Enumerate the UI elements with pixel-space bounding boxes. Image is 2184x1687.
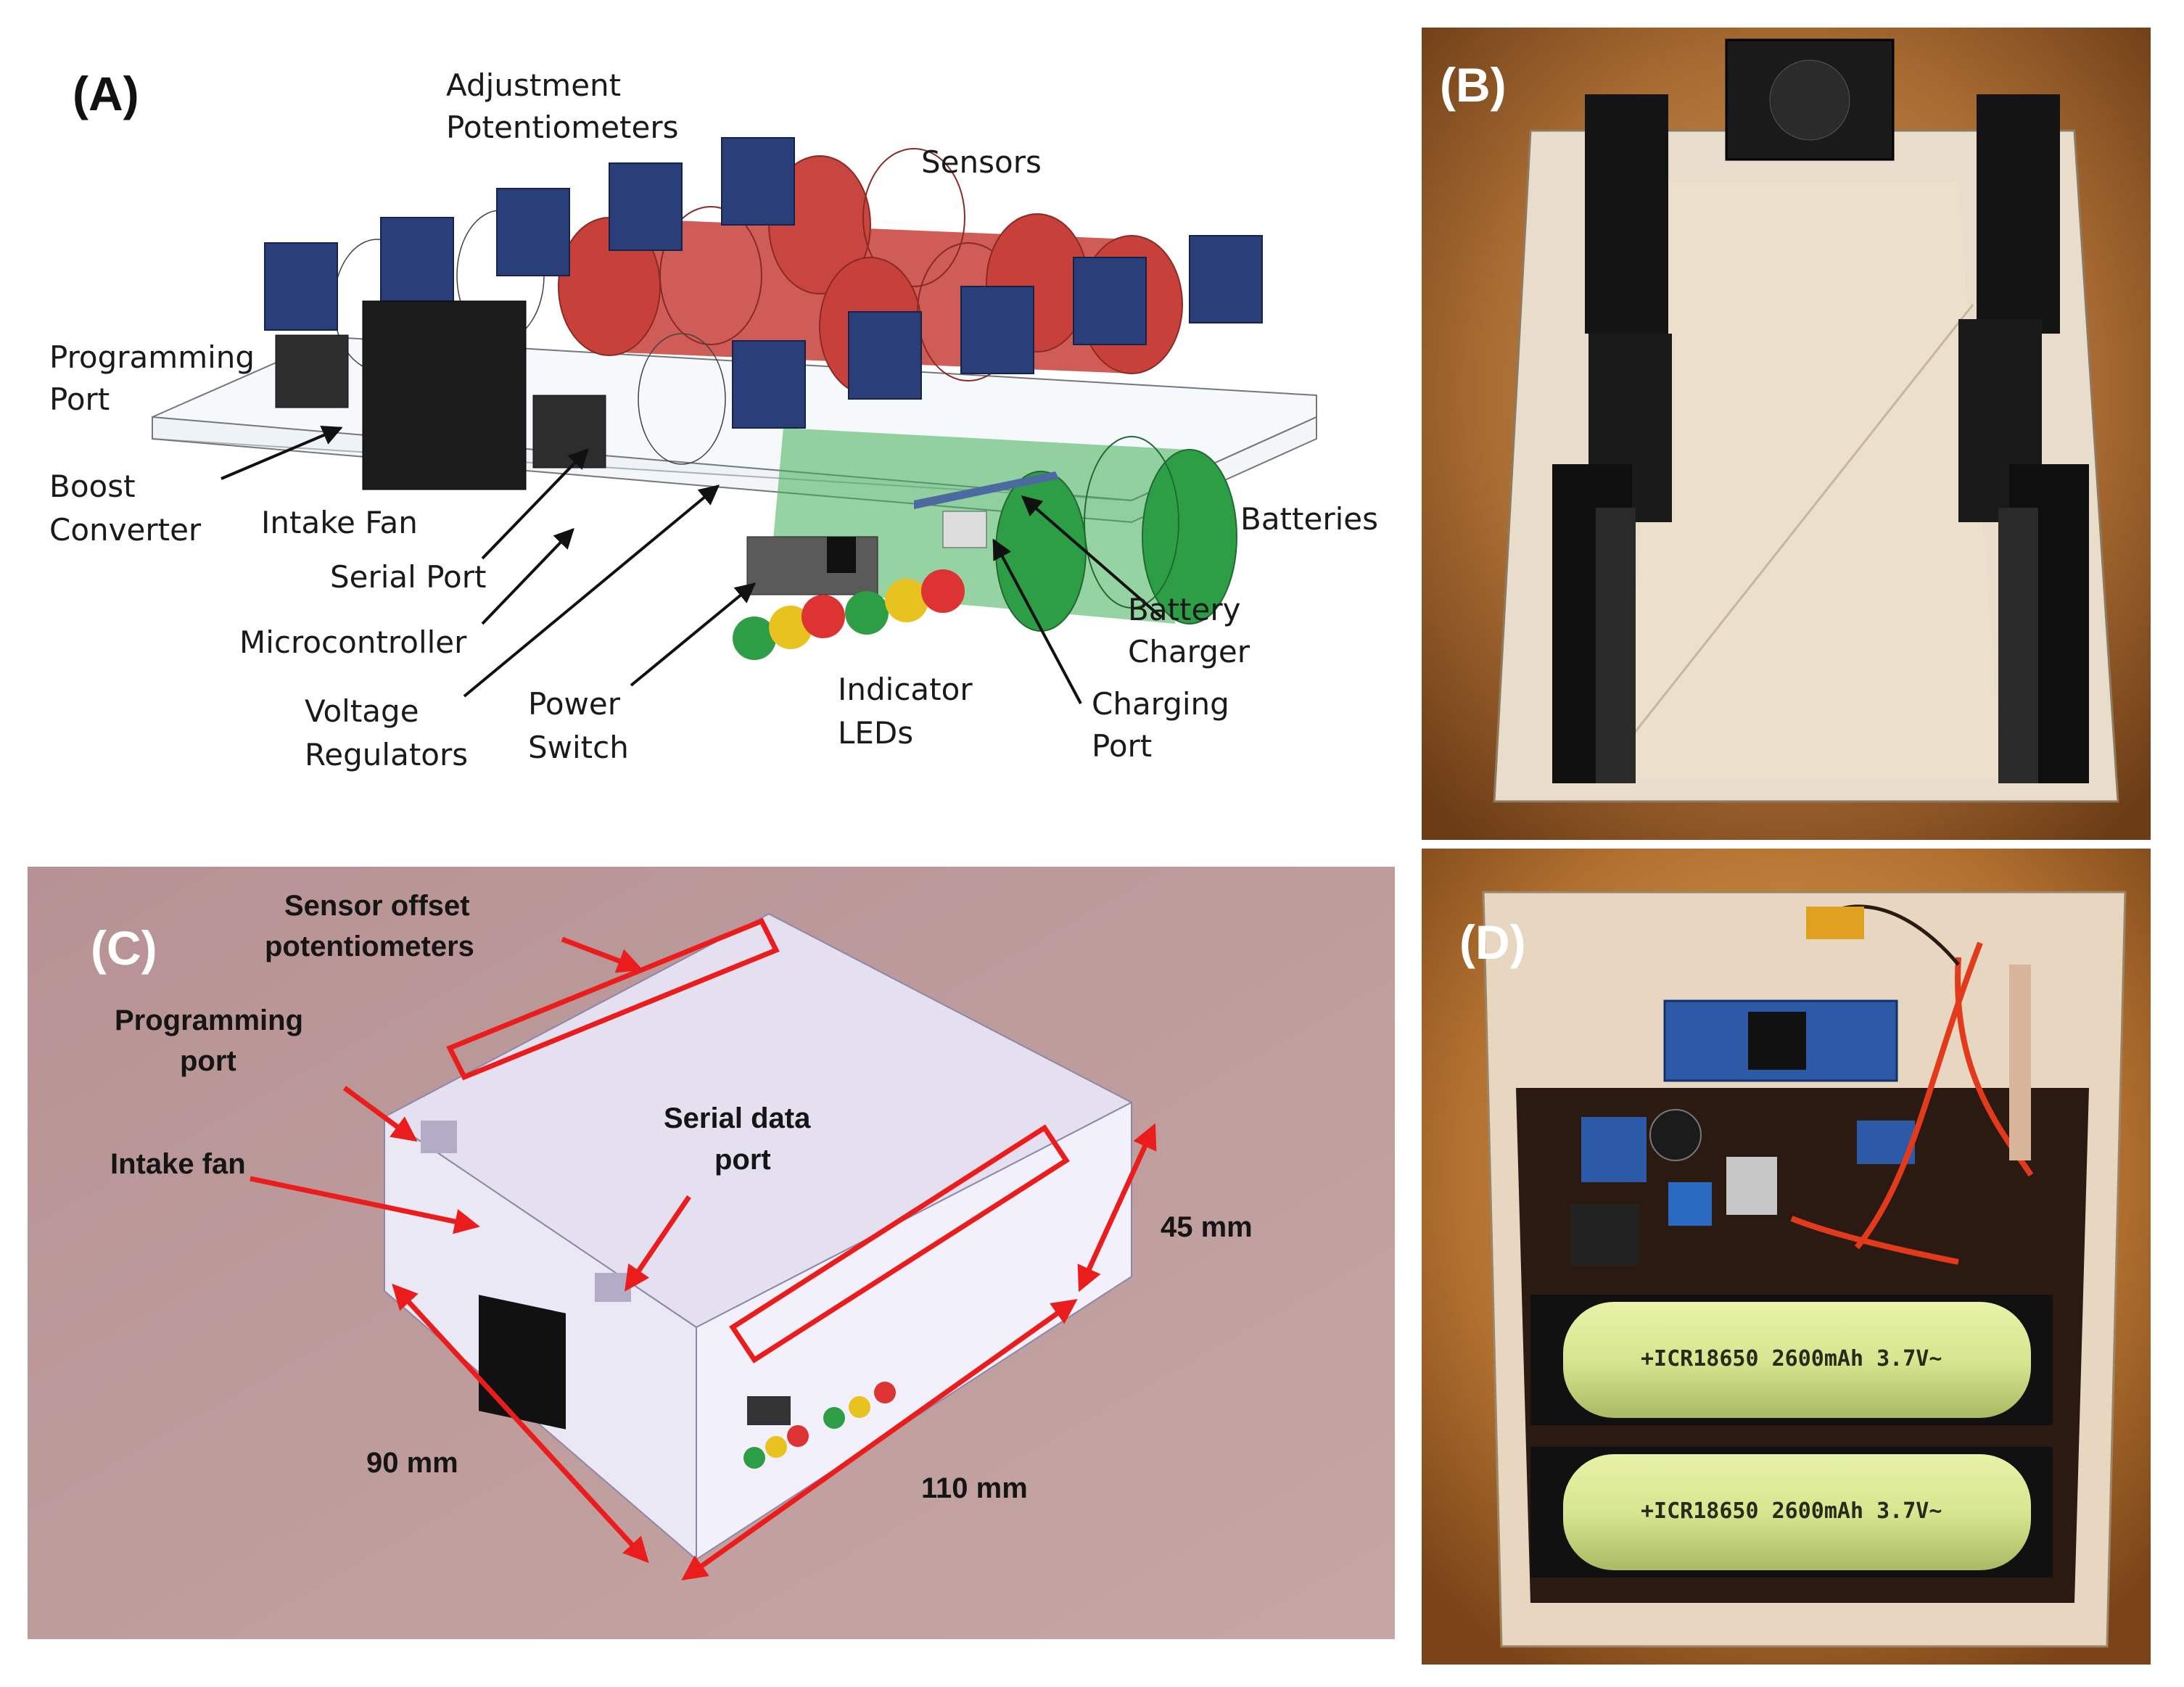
- indicator-leds-graphic: [733, 569, 965, 660]
- panel-c-letter: (C): [91, 921, 157, 975]
- label-sensor-offset-2: potentiometers: [265, 931, 474, 962]
- programming-port-graphic: [275, 334, 349, 408]
- intake-fan-graphic: [362, 300, 527, 490]
- battery-cell-1: [1563, 1302, 2031, 1418]
- label-microcontroller: Microcontroller: [239, 624, 467, 660]
- label-batteries: Batteries: [1240, 501, 1378, 537]
- label-charging-port-2: Port: [1092, 728, 1152, 764]
- label-programming-port-2: Port: [49, 381, 110, 417]
- battery-charger-graphic: [914, 471, 1059, 509]
- serial-port-graphic: [532, 395, 606, 469]
- label-intake-fan: Intake Fan: [261, 505, 418, 540]
- panel-a-arrows: [221, 425, 1162, 704]
- label-sensor-offset-1: Sensor offset: [284, 890, 470, 922]
- potentiometers-graphic: [264, 137, 1263, 429]
- label-indicator-leds-2: LEDs: [838, 715, 913, 751]
- battery-label-1: +ICR18650 2600mAh 3.7V~: [1641, 1346, 1942, 1372]
- panel-b-letter: (B): [1440, 58, 1507, 112]
- panel-a-letter: (A): [73, 67, 139, 120]
- charging-port-graphic: [942, 511, 987, 548]
- panel-b-photo: (B): [1422, 28, 2151, 840]
- label-serial-data-2: port: [714, 1144, 771, 1176]
- power-switch-graphic: [746, 536, 878, 595]
- label-voltage-regulators-2: Regulators: [305, 737, 468, 772]
- label-voltage-regulators-1: Voltage: [305, 693, 419, 729]
- panel-c-arrows: [250, 936, 1157, 1581]
- label-boost-converter-1: Boost: [49, 469, 136, 504]
- label-serial-port: Serial Port: [330, 559, 486, 595]
- label-programming-port-1: Programming: [49, 339, 255, 375]
- label-battery-charger-1: Battery: [1128, 592, 1240, 627]
- label-c-programming-2: port: [180, 1045, 236, 1077]
- label-dim-110: 110 mm: [921, 1472, 1028, 1504]
- label-power-switch-2: Switch: [528, 730, 629, 765]
- label-indicator-leds-1: Indicator: [838, 672, 973, 707]
- panel-d-letter: (D): [1459, 915, 1526, 969]
- label-c-intake-fan: Intake fan: [110, 1148, 246, 1180]
- label-serial-data-1: Serial data: [664, 1102, 811, 1134]
- label-power-switch-1: Power: [528, 686, 621, 722]
- highlight-pot-top: [446, 917, 780, 1081]
- label-adjustment-potentiometers-2: Potentiometers: [446, 110, 679, 145]
- battery-cell-2: [1563, 1454, 2031, 1570]
- label-boost-converter-2: Converter: [49, 512, 202, 548]
- label-c-programming-1: Programming: [115, 1005, 303, 1036]
- label-charging-port-1: Charging: [1092, 686, 1229, 722]
- label-dim-90: 90 mm: [366, 1447, 458, 1479]
- battery-label-2: +ICR18650 2600mAh 3.7V~: [1641, 1498, 1942, 1524]
- label-adjustment-potentiometers-1: Adjustment: [446, 67, 621, 103]
- label-battery-charger-2: Charger: [1128, 634, 1250, 669]
- panel-c-photo: (C) Sensor offset potentiometers Program…: [28, 867, 1395, 1639]
- label-sensors: Sensors: [921, 144, 1042, 180]
- panel-a: (A): [49, 67, 1378, 772]
- panel-d-photo: +ICR18650 2600mAh 3.7V~ +ICR18650 2600mA…: [1422, 849, 2151, 1665]
- label-dim-45: 45 mm: [1161, 1211, 1253, 1243]
